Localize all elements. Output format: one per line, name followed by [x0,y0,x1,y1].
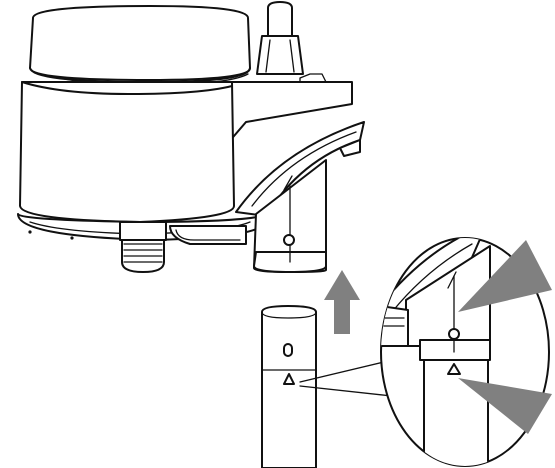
mounting-pole [261,305,317,468]
triangle-mark-icon [283,373,295,385]
pointer-wedge-icon [458,240,552,434]
mounting-arm [235,121,365,217]
up-arrow-icon [324,270,360,334]
bottom-sensor [119,221,247,273]
top-light-fixture [256,1,304,75]
callout-lines [299,361,393,397]
pole-socket-upper [253,159,327,273]
